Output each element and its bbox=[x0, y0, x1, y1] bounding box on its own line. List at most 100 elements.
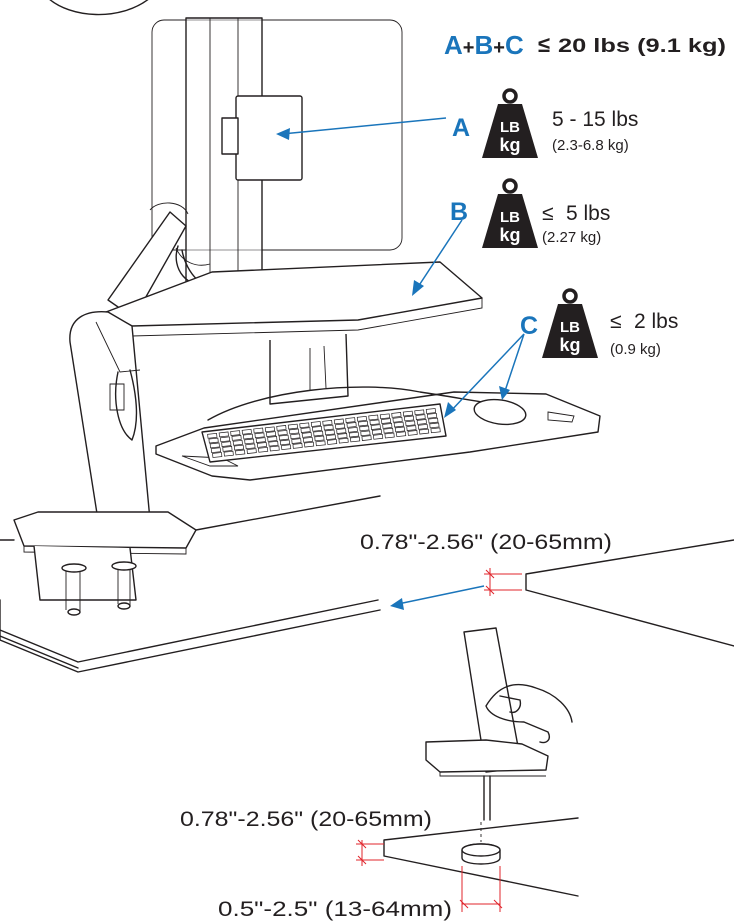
dim-grommet-thickness-label: 0.78"-2.56" (20-65mm) bbox=[180, 808, 432, 831]
keyboard-key bbox=[428, 417, 439, 424]
keyboard-key bbox=[258, 446, 269, 453]
keyboard-key bbox=[300, 427, 311, 433]
keyboard-key bbox=[361, 435, 372, 441]
weight-body bbox=[542, 304, 598, 358]
keyboard-key bbox=[335, 423, 346, 430]
keyboard-key bbox=[232, 439, 243, 446]
keyboard-key bbox=[244, 438, 255, 445]
desk-clamp bbox=[33, 545, 137, 616]
keyboard-key bbox=[231, 435, 242, 441]
load-b-le: ≤ bbox=[542, 202, 554, 225]
keyboard-key bbox=[384, 432, 395, 439]
keyboard-key bbox=[391, 412, 402, 418]
keyboard-key bbox=[212, 452, 223, 458]
keyboard-key bbox=[230, 430, 241, 436]
keyboard-key bbox=[299, 422, 310, 429]
keyboard-key bbox=[322, 419, 333, 426]
keyboard-key bbox=[369, 419, 380, 426]
load-c-sub: (0.9 kg) bbox=[610, 341, 661, 358]
keyboard-key bbox=[292, 443, 303, 449]
keyboard-key bbox=[430, 427, 441, 434]
load-b-main: 5 lbs bbox=[566, 202, 610, 225]
keyboard-key bbox=[276, 425, 287, 431]
keyboard-key bbox=[427, 412, 438, 419]
desk-top-right bbox=[525, 539, 734, 647]
keyboard-key bbox=[338, 437, 349, 444]
weight-ring bbox=[502, 178, 518, 194]
keyboard-key bbox=[371, 429, 382, 435]
keyboard-key bbox=[235, 449, 246, 456]
hand-illustration bbox=[485, 683, 573, 744]
weight-ring bbox=[502, 88, 518, 104]
keyboard-key bbox=[325, 434, 336, 441]
keyboard-key bbox=[255, 437, 266, 443]
load-letter-c: C bbox=[520, 312, 538, 340]
formula-plus: + bbox=[463, 37, 475, 59]
load-c-main: 2 lbs bbox=[634, 310, 678, 333]
load-c-le: ≤ bbox=[610, 310, 622, 333]
keyboard-key bbox=[268, 440, 279, 447]
formula-c: C bbox=[505, 30, 524, 60]
keyboard-key bbox=[241, 428, 252, 435]
keyboard-key bbox=[406, 425, 417, 431]
load-a-main: 5 - 15 lbs bbox=[552, 108, 638, 131]
keyboard-key bbox=[324, 429, 335, 436]
base-column bbox=[13, 311, 197, 555]
keyboard-key bbox=[425, 408, 436, 414]
keyboard-key bbox=[416, 419, 427, 425]
keyboard-key bbox=[210, 447, 221, 454]
load-a-sub: (2.3-6.8 kg) bbox=[552, 137, 629, 154]
keyboard-key bbox=[360, 430, 371, 437]
keyboard-key bbox=[209, 442, 220, 449]
formula-le: ≤ bbox=[538, 32, 550, 57]
weight-kg-label: kg bbox=[499, 135, 520, 155]
keyboard-key bbox=[327, 439, 338, 445]
keyboard-key bbox=[394, 426, 405, 433]
keyboard-key bbox=[346, 422, 357, 428]
keyboard-key bbox=[289, 428, 300, 435]
badge-circle bbox=[49, 0, 149, 16]
dim-grommet-hole-label: 0.5"-2.5" (13-64mm) bbox=[218, 898, 452, 921]
keyboard-key bbox=[347, 426, 358, 433]
keyboard-key bbox=[312, 425, 323, 432]
weight-lb-label: LB bbox=[500, 209, 520, 226]
svg-text:A+B+C: A+B+C bbox=[444, 30, 524, 60]
keyboard-key bbox=[414, 409, 425, 416]
keyboard-key bbox=[333, 418, 344, 425]
keyboard-key bbox=[290, 433, 301, 440]
dim-desk-clamp bbox=[484, 568, 522, 596]
keyboard-key bbox=[220, 436, 231, 443]
keyboard-key bbox=[253, 427, 264, 434]
keyboard-key bbox=[254, 432, 265, 439]
keyboard-key bbox=[314, 435, 325, 442]
weight-lb-label: LB bbox=[560, 319, 580, 336]
grommet-column bbox=[425, 627, 549, 821]
formula-a: A bbox=[444, 30, 463, 60]
keyboard-key bbox=[315, 440, 326, 447]
load-letter-b: B bbox=[450, 198, 468, 226]
keyboard-key bbox=[392, 416, 403, 423]
keyboard bbox=[201, 403, 447, 463]
keyboard-key bbox=[429, 422, 440, 429]
keyboard-key bbox=[266, 431, 277, 437]
keyboard-key bbox=[348, 431, 359, 438]
keyboard-key bbox=[356, 415, 367, 422]
keyboard-key bbox=[379, 413, 390, 420]
monitor bbox=[151, 17, 403, 291]
keyboard-key bbox=[370, 424, 381, 430]
keyboard-key bbox=[419, 428, 430, 435]
keyboard-key bbox=[336, 428, 347, 434]
keyboard-key bbox=[277, 429, 288, 436]
keyboard-key bbox=[382, 423, 393, 429]
mouse bbox=[473, 398, 527, 426]
desk-top-left bbox=[0, 495, 381, 673]
weight-body bbox=[482, 104, 538, 158]
keyboard-key bbox=[405, 420, 416, 427]
keyboard-key bbox=[373, 433, 384, 440]
weight-body bbox=[482, 194, 538, 248]
weight-kg-label: kg bbox=[559, 335, 580, 355]
